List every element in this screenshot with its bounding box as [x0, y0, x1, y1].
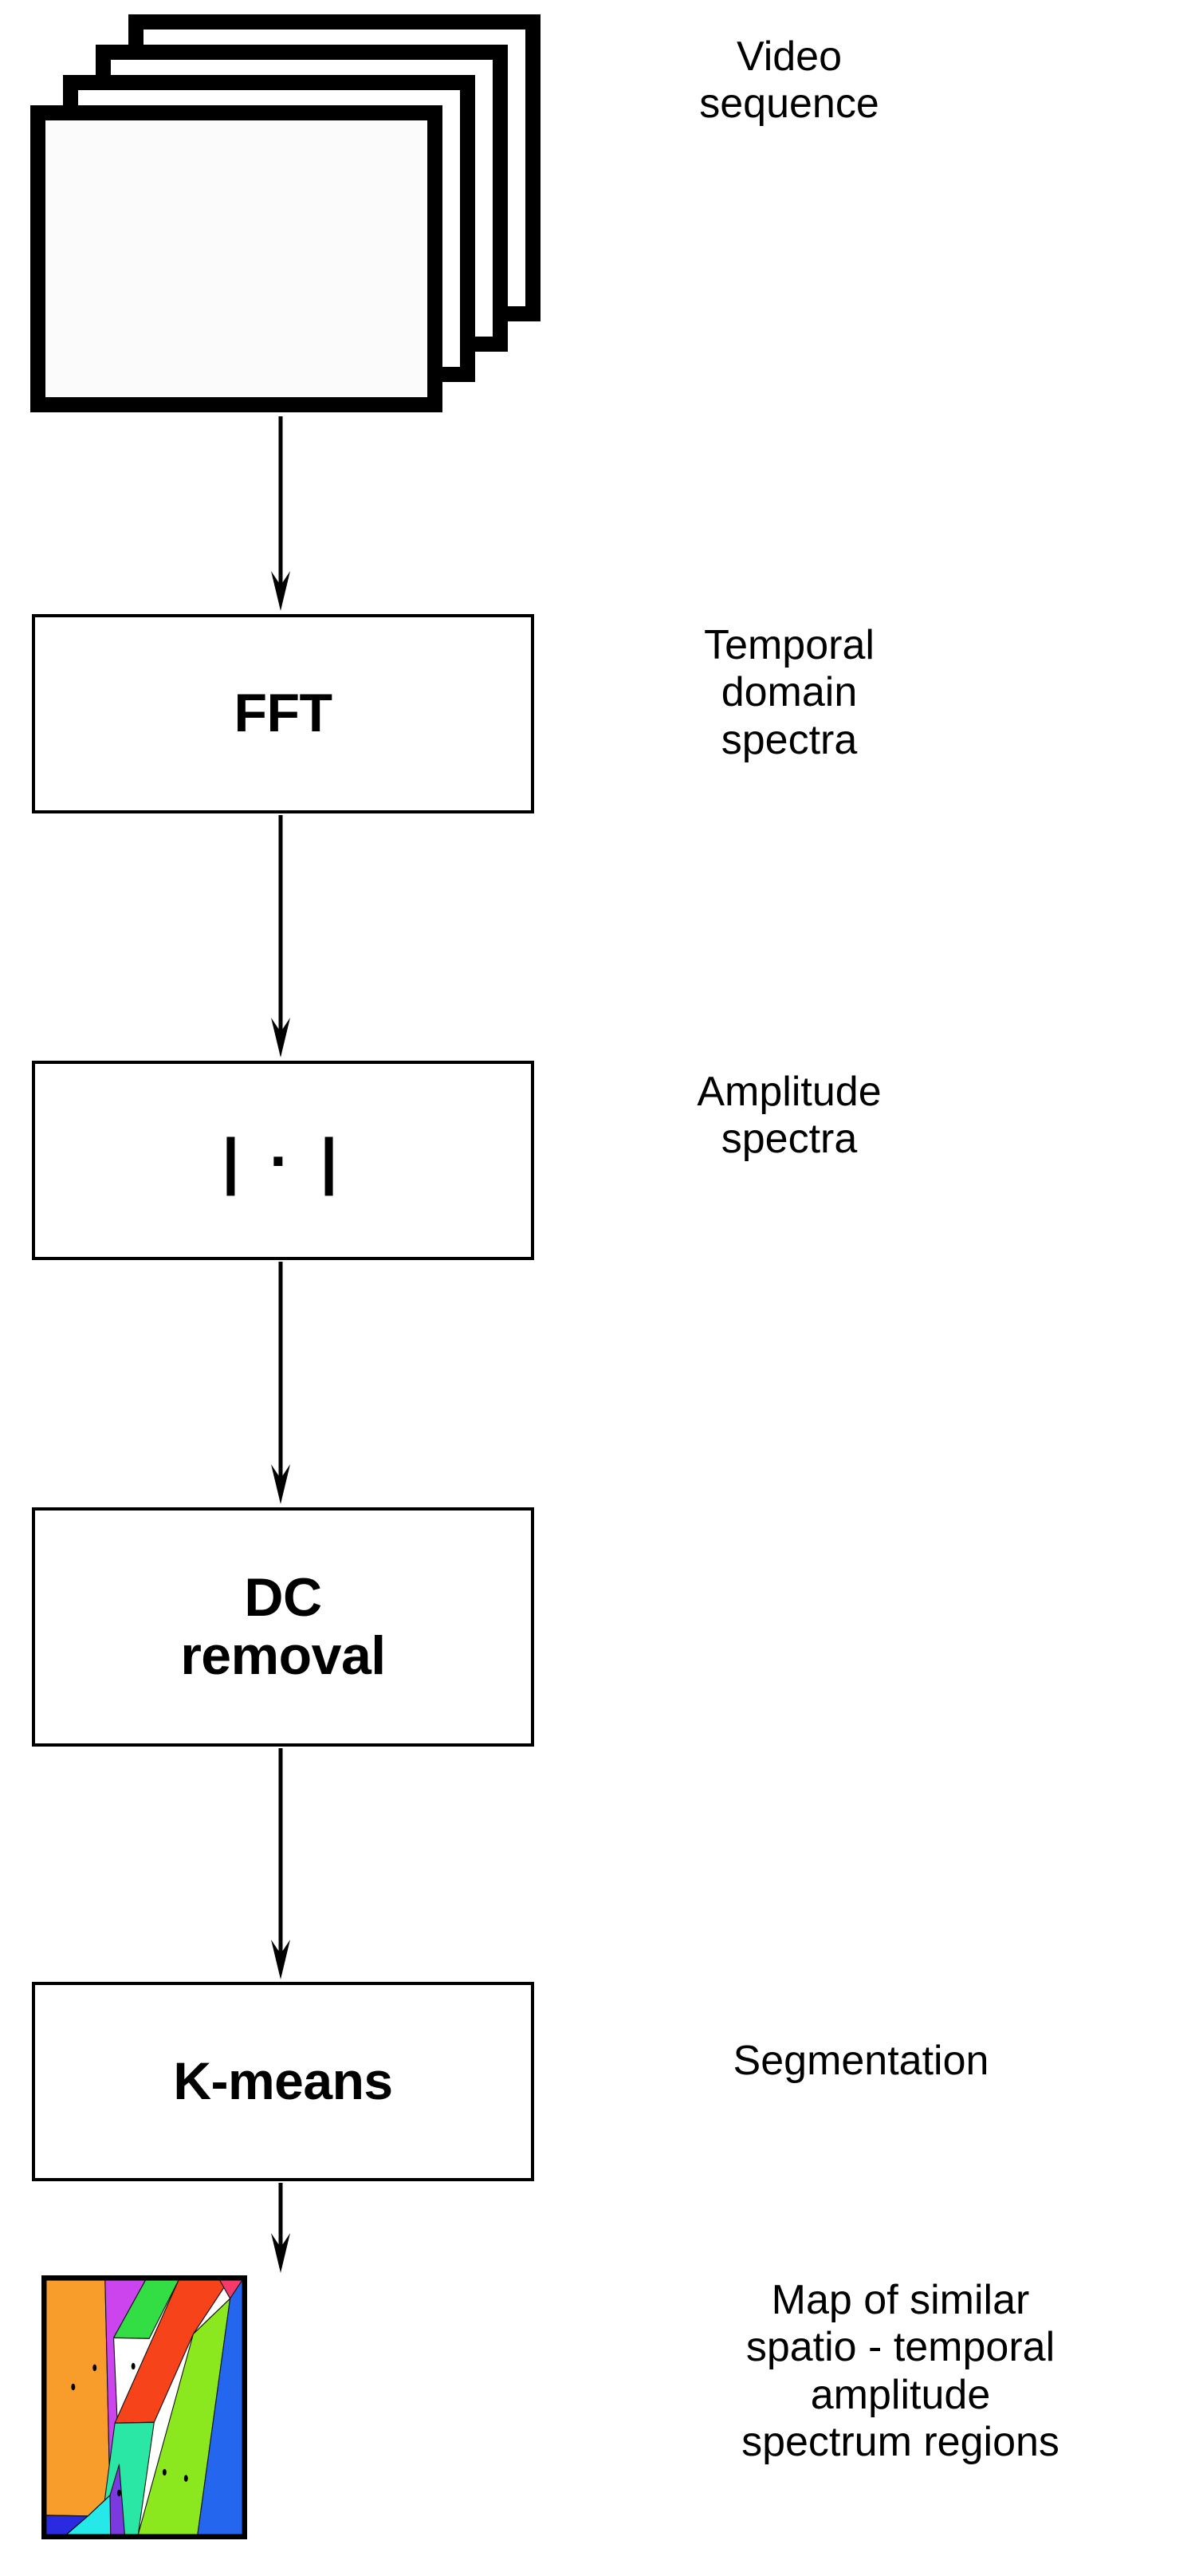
process-box-dc-removal[interactable]: DC removal	[32, 1507, 534, 1747]
caption-map-line-2: spatio - temporal	[745, 2324, 1055, 2371]
caption-segmentation: Segmentation	[606, 2038, 1116, 2085]
video-frame-4	[30, 105, 442, 412]
voronoi-region	[113, 2280, 179, 2339]
caption-temporal-domain-spectra: Temporal domain spectra	[606, 622, 973, 764]
caption-kmeans-line-1: Segmentation	[733, 2038, 989, 2084]
caption-video-line-2: sequence	[699, 81, 879, 128]
caption-fft-line-3: spectra	[721, 716, 858, 763]
voronoi-region	[46, 2515, 88, 2535]
caption-fft-line-1: Temporal	[704, 622, 875, 668]
caption-map-line-4: spectrum regions	[741, 2418, 1059, 2465]
caption-amplitude-spectra: Amplitude spectra	[606, 1069, 973, 1164]
voronoi-seed-point	[92, 2364, 97, 2372]
voronoi-seed-point	[71, 2383, 76, 2391]
voronoi-seed-point	[117, 2489, 121, 2497]
process-label-absolute-value: | · |	[222, 1125, 344, 1195]
voronoi-region	[109, 2464, 125, 2535]
process-box-absolute-value[interactable]: | · |	[32, 1061, 534, 1260]
process-label-dc-line-2: removal	[180, 1625, 386, 1686]
voronoi-seed-point	[183, 2475, 188, 2482]
process-box-kmeans[interactable]: K-means	[32, 1982, 534, 2181]
voronoi-region	[46, 2280, 111, 2517]
voronoi-region	[114, 2280, 230, 2424]
caption-map-line-3: amplitude	[810, 2371, 991, 2418]
caption-video-sequence: Video sequence	[606, 33, 973, 128]
segmentation-map-output	[41, 2275, 247, 2539]
caption-abs-line-1: Amplitude	[697, 1069, 882, 1115]
voronoi-svg	[46, 2280, 242, 2535]
voronoi-region	[137, 2298, 231, 2535]
voronoi-region	[197, 2280, 242, 2535]
caption-map-line-1: Map of similar	[771, 2277, 1030, 2323]
process-label-dc-line-1: DC	[244, 1566, 322, 1628]
caption-fft-line-2: domain	[721, 669, 858, 716]
process-label-dc-removal: DC removal	[180, 1566, 386, 1686]
caption-map-of-regions: Map of similar spatio - temporal amplitu…	[606, 2277, 1195, 2466]
process-label-fft: FFT	[234, 683, 332, 744]
video-sequence-stack	[30, 14, 541, 413]
process-box-fft[interactable]: FFT	[32, 614, 534, 813]
process-label-kmeans: K-means	[173, 2051, 393, 2111]
voronoi-seed-point	[131, 2362, 136, 2370]
caption-abs-line-2: spectra	[721, 1116, 858, 1163]
caption-video-line-1: Video	[736, 33, 843, 80]
voronoi-seed-point	[162, 2468, 167, 2476]
